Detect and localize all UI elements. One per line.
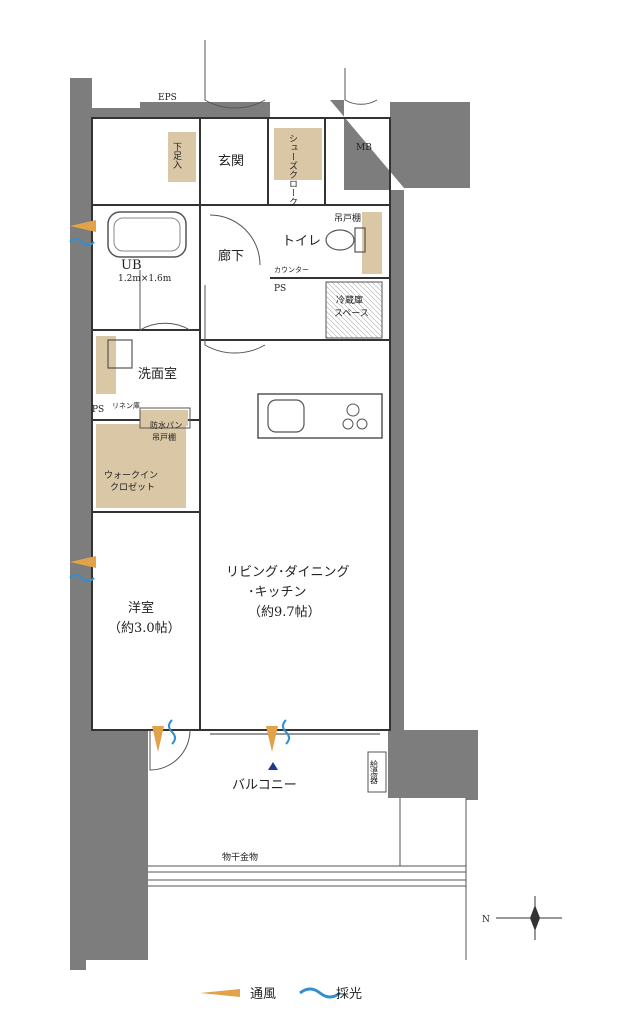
balcony-railing <box>148 798 467 960</box>
label-linen: リネン庫 <box>112 401 140 410</box>
kitchen-counter <box>257 393 383 439</box>
vent-marker-left-upper <box>69 220 96 246</box>
label-fridge-1: 冷蔵庫 <box>336 294 363 306</box>
fridge-space <box>325 281 383 339</box>
label-tsuri-toilet: 吊戸棚 <box>334 212 361 224</box>
storage-fills <box>96 128 382 508</box>
label-rouka: 廊下 <box>218 248 244 264</box>
label-bousui-1: 防水パン <box>150 420 182 430</box>
entry-triangle-icon <box>268 762 278 770</box>
label-ldk-3: （約9.7帖） <box>248 605 321 620</box>
label-senmen: 洗面室 <box>138 366 177 382</box>
label-fridge-2: スペース <box>334 309 369 319</box>
label-mb: MB <box>356 143 372 153</box>
water-heater-box <box>367 751 387 793</box>
interior-walls <box>91 117 391 735</box>
label-shoes: シューズクローク <box>287 134 298 206</box>
label-toilet: トイレ <box>282 234 321 249</box>
door-swings <box>139 40 378 771</box>
label-ub-size: 1.2m×1.6m <box>118 274 172 284</box>
vent-marker-left-lower <box>69 556 96 582</box>
vent-marker-bottom-b <box>266 719 290 752</box>
vent-marker-bottom-a <box>152 719 176 752</box>
washer-pan <box>139 407 191 429</box>
label-geta: 下足入 <box>171 142 182 169</box>
toilet-icon <box>325 229 355 251</box>
compass-north-label: N <box>482 915 490 925</box>
label-ldk-1: リビング･ダイニング <box>226 565 350 580</box>
exterior-walls <box>70 78 478 970</box>
label-yoshitsu-2: （約3.0帖） <box>108 621 181 636</box>
label-monohoshi: 物干金物 <box>222 851 258 863</box>
legend-light-label: 採光 <box>336 987 362 1002</box>
stove-icon <box>346 403 360 417</box>
label-ldk-2: ･キッチン <box>248 585 307 600</box>
label-counter: カウンター <box>274 265 309 274</box>
label-ub: UB <box>121 258 142 273</box>
label-genkan: 玄関 <box>218 154 244 169</box>
label-balcony: バルコニー <box>232 778 297 793</box>
light-wave-icon <box>299 987 341 999</box>
legend: 通風 採光 <box>200 987 362 1002</box>
label-ps1: PS <box>274 284 286 294</box>
label-wic-1: ウォークイン <box>104 470 158 481</box>
label-yoshitsu-1: 洋室 <box>128 600 154 616</box>
bathtub-icon <box>107 211 187 258</box>
washbasin-icon <box>107 339 133 369</box>
sink-icon <box>267 399 305 433</box>
label-kyutoki: 給湯器 <box>370 759 379 785</box>
wind-arrow-icon <box>200 989 240 997</box>
compass-icon: N <box>482 896 562 940</box>
label-ps2: PS <box>92 405 104 415</box>
label-eps: EPS <box>158 93 177 103</box>
label-wic-2: クロゼット <box>110 481 155 493</box>
label-bousui-2: 吊戸棚 <box>152 432 176 442</box>
legend-wind-label: 通風 <box>250 987 276 1002</box>
